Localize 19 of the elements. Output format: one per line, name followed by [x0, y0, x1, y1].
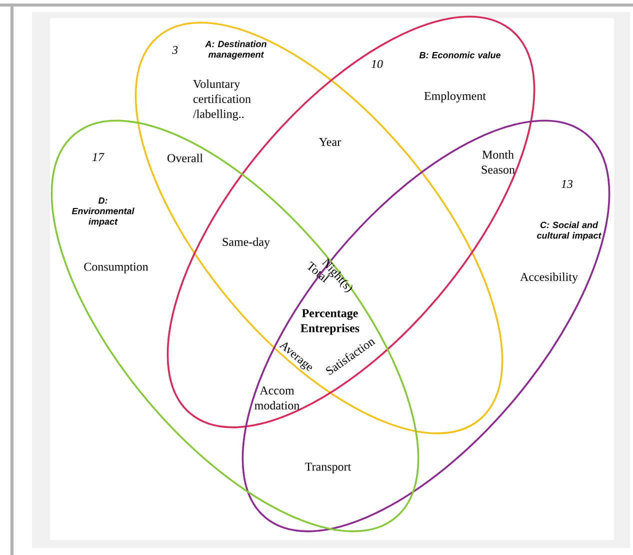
region-label: Transport	[305, 462, 352, 474]
set-count: 10	[371, 60, 383, 68]
region-label: Employment	[424, 92, 486, 102]
region-label: Same-day	[222, 238, 270, 248]
set-heading: C: Social and cultural impact	[537, 222, 602, 240]
region-label: Consumption	[84, 262, 148, 274]
set-count: 13	[561, 180, 573, 188]
region-label: Accesibility	[520, 272, 578, 284]
set-count: 17	[92, 153, 104, 161]
set-heading: B: Economic value	[419, 52, 500, 58]
set-heading: D: Environmental impact	[72, 197, 134, 227]
region-label: Month Season	[482, 150, 515, 174]
region-label: Voluntary certification /labelling..	[193, 80, 251, 120]
region-label: Overall	[168, 154, 203, 162]
region-label: Year	[319, 138, 341, 146]
region-label: Accom modation	[254, 386, 300, 410]
set-heading: A: Destination management	[205, 40, 266, 60]
set-count: 3	[172, 46, 178, 54]
region-label: Percentage Entreprises	[300, 309, 360, 335]
